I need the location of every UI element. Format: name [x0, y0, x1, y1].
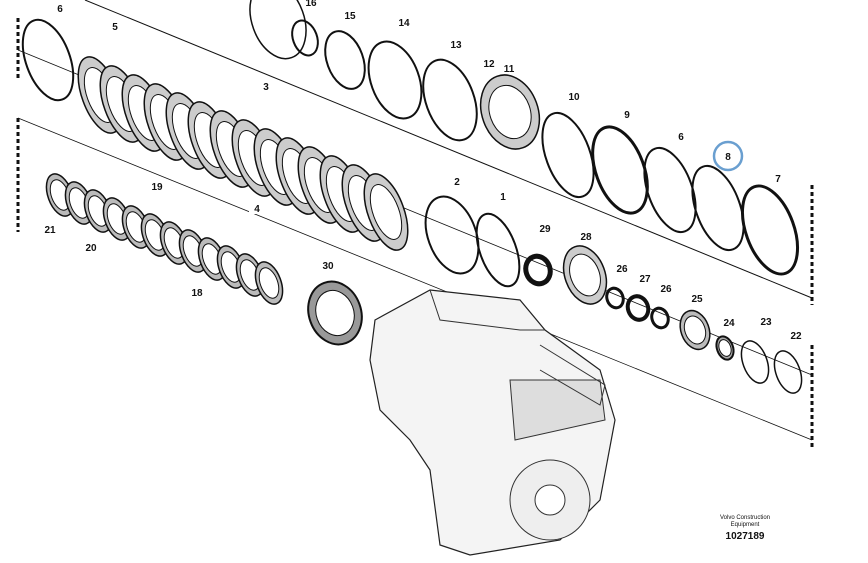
seal-25 — [679, 309, 711, 351]
callout-bg — [249, 202, 265, 214]
credit-company: Volvo Construction — [719, 515, 771, 521]
callout-bg — [342, 9, 358, 21]
callout-label-29[interactable]: 29 — [539, 224, 551, 235]
ring-part — [424, 195, 480, 275]
callout-bg — [107, 20, 123, 32]
callout-bg — [637, 272, 653, 284]
callout-label-16[interactable]: 16 — [305, 0, 317, 9]
spring-24 — [715, 335, 735, 361]
ring-part — [625, 294, 651, 322]
ring-part — [691, 164, 745, 252]
callout-bg — [320, 259, 336, 271]
callout-label-25[interactable]: 25 — [691, 294, 703, 305]
callout-bg — [721, 316, 737, 328]
ring-part — [643, 146, 697, 234]
callout-label-18[interactable]: 18 — [191, 288, 203, 299]
callout-label-3[interactable]: 3 — [263, 82, 269, 93]
ring-part — [475, 212, 521, 288]
highlight-circle — [712, 140, 744, 172]
callout-bg — [83, 241, 99, 253]
credit-block: Volvo Construction Equipment 1027189 — [700, 515, 790, 542]
callout-label-2[interactable]: 2 — [454, 177, 460, 188]
callout-bg — [449, 175, 465, 187]
ring-part — [291, 19, 319, 57]
callout-bg — [788, 329, 804, 341]
callout-bg — [673, 130, 689, 142]
callout-label-6[interactable]: 6 — [678, 132, 684, 143]
callout-bg — [770, 172, 786, 184]
spring-washer — [235, 253, 265, 297]
callout-bg — [537, 222, 553, 234]
gear-30 — [307, 280, 363, 346]
callout-label-22[interactable]: 22 — [790, 331, 802, 342]
callout-bg — [52, 2, 68, 14]
callout-bg — [481, 57, 497, 69]
callout-label-11[interactable]: 11 — [504, 64, 515, 75]
callout-bg — [658, 282, 674, 294]
callout-label-26[interactable]: 26 — [660, 284, 672, 295]
callout-bg — [42, 223, 58, 235]
figure-number: 1027189 — [725, 531, 765, 542]
callout-label-4[interactable]: 4 — [254, 204, 260, 215]
callout-label-24[interactable]: 24 — [723, 318, 735, 329]
callout-label-23[interactable]: 23 — [760, 317, 772, 328]
callout-bg — [189, 286, 205, 298]
callout-bg — [619, 108, 635, 120]
callout-label-7[interactable]: 7 — [775, 174, 781, 185]
callout-label-20[interactable]: 20 — [85, 243, 97, 254]
callout-bg — [258, 80, 274, 92]
callout-label-12[interactable]: 12 — [483, 59, 495, 70]
callout-label-10[interactable]: 10 — [568, 92, 580, 103]
callout-label-8[interactable]: 8 — [725, 152, 731, 163]
callout-label-26[interactable]: 26 — [616, 264, 628, 275]
piston-11 — [479, 74, 541, 150]
callout-label-14[interactable]: 14 — [398, 18, 410, 29]
ring-part — [422, 58, 478, 142]
callout-bg — [495, 190, 511, 202]
callout-bg — [396, 16, 412, 28]
transmission-housing — [369, 289, 616, 556]
guide-line-top — [84, 0, 813, 299]
ring-part — [541, 111, 595, 199]
callout-label-9[interactable]: 9 — [624, 110, 630, 121]
callout-bg — [448, 38, 464, 50]
callout-label-30[interactable]: 30 — [322, 261, 334, 272]
callout-bg — [689, 292, 705, 304]
callout-bg — [578, 230, 594, 242]
ring-part — [21, 18, 75, 102]
callout-label-1[interactable]: 1 — [500, 192, 506, 203]
callout-label-13[interactable]: 13 — [450, 40, 462, 51]
hub-28 — [562, 245, 608, 305]
clutch-disc — [363, 173, 409, 251]
ring-part — [741, 184, 799, 276]
ring-part — [249, 0, 307, 60]
callout-label-5[interactable]: 5 — [112, 22, 118, 33]
guide-line-bottom — [17, 117, 813, 441]
callout-bg — [614, 262, 630, 274]
callout-bg — [149, 180, 165, 192]
ring-part — [740, 340, 770, 384]
callout-label-27[interactable]: 27 — [639, 274, 651, 285]
callout-bg — [758, 315, 774, 327]
callout-label-15[interactable]: 15 — [344, 11, 356, 22]
ring-part — [650, 306, 670, 330]
callout-bg — [501, 62, 517, 74]
callout-label-21[interactable]: 21 — [44, 225, 56, 236]
callout-label-28[interactable]: 28 — [580, 232, 592, 243]
ring-part — [523, 253, 553, 287]
callout-label-19[interactable]: 19 — [151, 182, 163, 193]
credit-division: Equipment — [730, 522, 760, 528]
spring-washer — [254, 261, 284, 305]
ring-part — [324, 30, 366, 90]
ring-part — [773, 350, 803, 394]
callout-label-6[interactable]: 6 — [57, 4, 63, 15]
callout-bg — [566, 90, 582, 102]
ring-part — [605, 286, 625, 310]
ring-part — [591, 125, 649, 215]
ring-part — [367, 40, 423, 120]
spring-washer — [102, 197, 132, 241]
callout-bg — [303, 0, 319, 8]
